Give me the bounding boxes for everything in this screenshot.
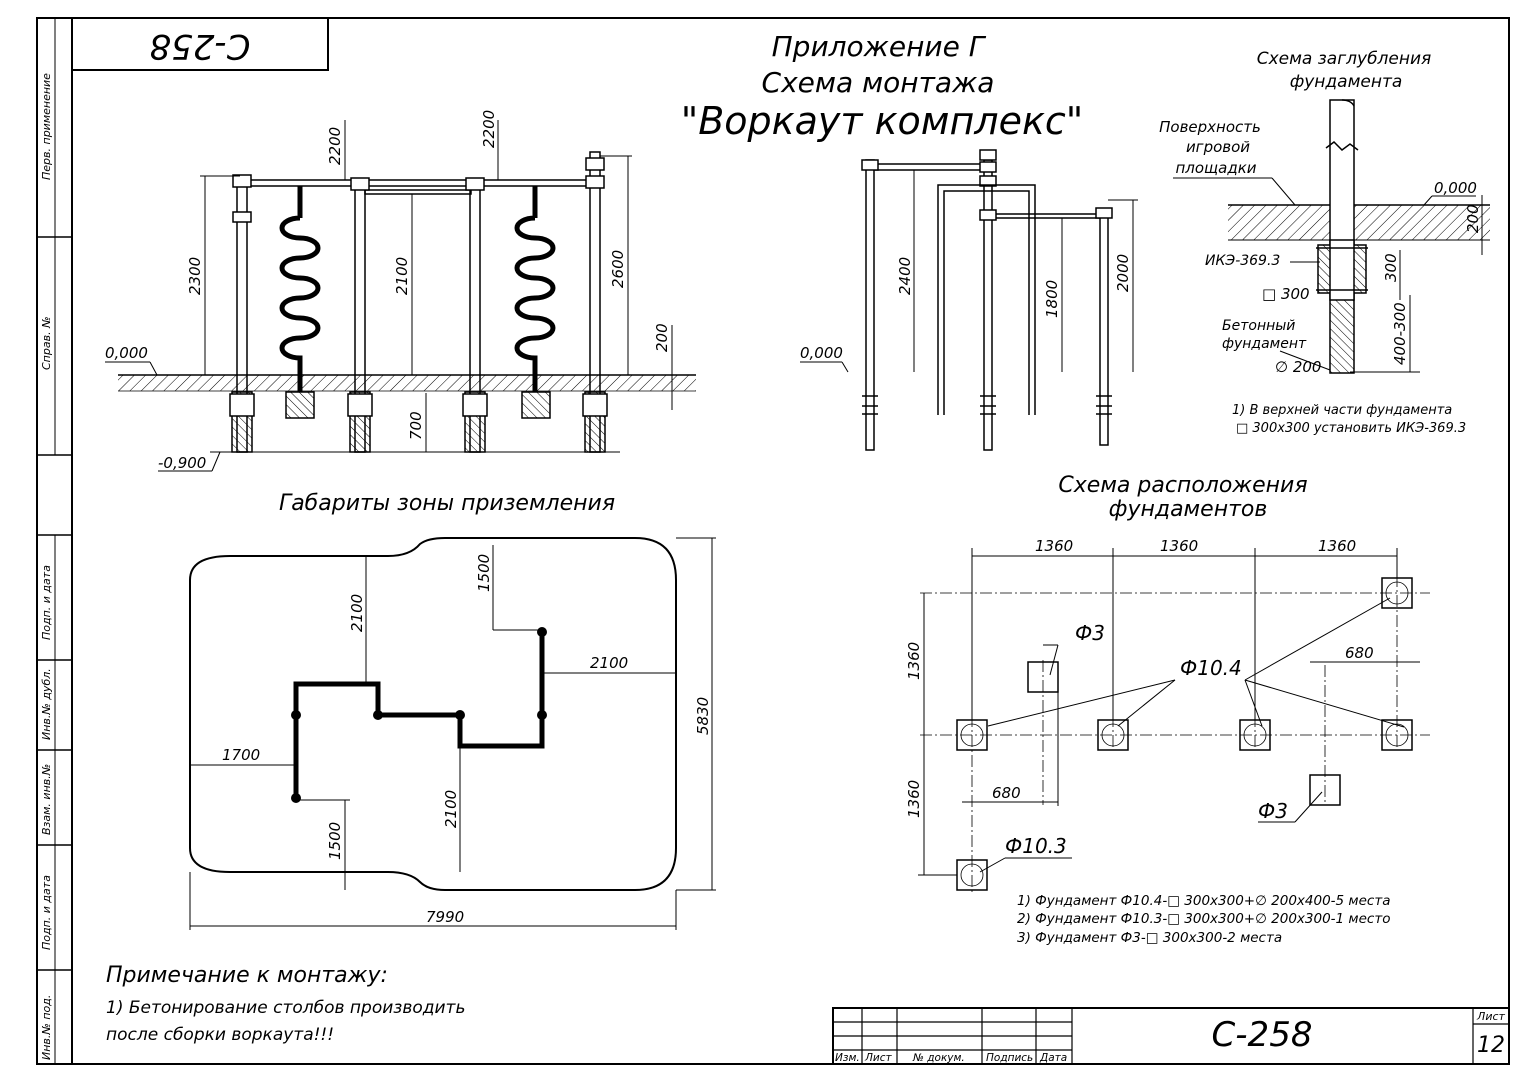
landing-title: Габариты зоны приземления <box>279 491 615 516</box>
title-line1: Приложение Г <box>772 30 987 63</box>
lay-note3: 3) Фундамент Ф3-□ 300х300-2 места <box>1017 930 1282 946</box>
ld-dim-1500a: 1500 <box>475 554 493 592</box>
fv-dim-2300: 2300 <box>186 257 204 295</box>
stamp-vzam: Взам. инв.№ <box>40 764 53 835</box>
title-line2: Схема монтажа <box>762 66 995 99</box>
ld-dim-2100c: 2100 <box>442 790 460 828</box>
tb-sheet-label: Лист <box>1476 1010 1505 1023</box>
ld-dim-2100b: 2100 <box>590 654 628 672</box>
code-box-top: С-258 <box>71 17 329 71</box>
title-block: Изм. Лист № докум. Подпись Дата С-258 Ли… <box>832 1007 1510 1065</box>
stamp-inv-dubl: Инв.№ дубл. <box>40 668 53 740</box>
fv-dim-2200b: 2200 <box>480 110 498 148</box>
lay-dim-top1: 1360 <box>1035 537 1073 555</box>
lay-dim-top2: 1360 <box>1160 537 1198 555</box>
ld-dim-1500b: 1500 <box>326 822 344 860</box>
fv-dim-2600: 2600 <box>609 250 627 288</box>
ld-dim-5830: 5830 <box>694 697 712 735</box>
depth-dim-400: 400-300 <box>1391 302 1409 365</box>
side-stamp: Перв. применение Справ. № Подп. и дата И… <box>40 73 53 1060</box>
sv-dim-2000: 2000 <box>1114 254 1132 292</box>
ld-dim-2100a: 2100 <box>348 594 366 632</box>
lay-note2: 2) Фундамент Ф10.3-□ 300х300+∅ 200х300-1… <box>1017 911 1390 927</box>
stamp-inv-pod: Инв.№ под. <box>40 995 53 1060</box>
mount-note-line1: 1) Бетонирование столбов производить <box>106 998 465 1018</box>
lay-dim-left2: 1360 <box>905 780 923 818</box>
foundation-layout: Схема расположения фундаментов <box>905 473 1430 946</box>
ld-dim-1700: 1700 <box>222 746 260 764</box>
front-view: 2200 2200 2300 2100 2600 200 700 0,000 -… <box>105 110 696 472</box>
depth-scheme: Схема заглубления фундамента Поверхность… <box>1159 49 1490 436</box>
depth-dim-300: 300 <box>1382 253 1400 282</box>
tb-izm: Изм. <box>835 1052 860 1064</box>
side-view: 2400 1800 2000 0,000 <box>800 149 1138 451</box>
sv-level-0: 0,000 <box>800 344 843 362</box>
layout-title2: фундаментов <box>1109 497 1268 522</box>
depth-concrete-l2: фундамент <box>1222 336 1307 352</box>
surface-l2: игровой <box>1186 138 1250 156</box>
fv-level-minus: -0,900 <box>158 454 206 472</box>
stamp-podp1: Подп. и дата <box>40 565 53 640</box>
depth-dim-200: 200 <box>1464 204 1482 233</box>
stamp-podp2: Подп. и дата <box>40 875 53 950</box>
stamp-perv: Перв. применение <box>40 73 53 180</box>
lay-dim-680a: 680 <box>1345 644 1374 662</box>
depth-level: 0,000 <box>1434 179 1477 197</box>
layout-title1: Схема расположения <box>1058 473 1307 498</box>
ld-dim-7990: 7990 <box>426 908 464 926</box>
tb-sign: Подпись <box>986 1052 1033 1064</box>
lay-label-f3b: Ф3 <box>1258 799 1288 823</box>
tb-date: Дата <box>1039 1052 1067 1064</box>
depth-ike: ИКЭ-369.3 <box>1205 253 1280 269</box>
sv-dim-1800: 1800 <box>1043 280 1061 318</box>
tb-doc: № докум. <box>912 1052 965 1064</box>
lay-dim-680b: 680 <box>992 784 1021 802</box>
fv-dim-2100: 2100 <box>393 257 411 295</box>
fv-level-0: 0,000 <box>105 344 148 362</box>
sheet-frame <box>36 17 1510 1065</box>
stamp-sprav: Справ. № <box>40 316 53 370</box>
tb-sheet-no: 12 <box>1477 1033 1505 1058</box>
lay-label-f3a: Ф3 <box>1075 621 1105 645</box>
depth-title1: Схема заглубления <box>1257 49 1432 69</box>
mount-note-line2: после сборки воркаута!!! <box>106 1025 334 1045</box>
title-line3: "Воркаут комплекс" <box>681 99 1084 143</box>
lay-note1: 1) Фундамент Ф10.4-□ 300х300+∅ 200х400-5… <box>1017 893 1390 909</box>
mount-note-title: Примечание к монтажу: <box>106 963 388 988</box>
tb-list: Лист <box>864 1052 892 1064</box>
mount-note: Примечание к монтажу: 1) Бетонирование с… <box>106 963 465 1045</box>
code-top: С-258 <box>150 26 251 66</box>
lay-label-f103: Ф10.3 <box>1005 834 1067 858</box>
depth-note2: □ 300х300 установить ИКЭ-369.3 <box>1236 421 1466 436</box>
fv-dim-2200a: 2200 <box>326 127 344 165</box>
fv-dim-200: 200 <box>653 323 671 352</box>
surface-l1: Поверхность <box>1159 118 1261 136</box>
depth-sq300: □ 300 <box>1262 285 1310 303</box>
lay-dim-top3: 1360 <box>1318 537 1356 555</box>
fv-dim-700: 700 <box>407 411 425 440</box>
sv-dim-2400: 2400 <box>896 257 914 295</box>
title: Приложение Г Схема монтажа "Воркаут комп… <box>681 30 1084 143</box>
depth-dia200: ∅ 200 <box>1275 358 1321 376</box>
surface-l3: площадки <box>1175 159 1256 177</box>
lay-label-f104: Ф10.4 <box>1180 656 1242 680</box>
depth-note1: 1) В верхней части фундамента <box>1232 403 1452 418</box>
depth-title2: фундамента <box>1290 72 1403 92</box>
lay-dim-left1: 1360 <box>905 642 923 680</box>
landing-zone: Габариты зоны приземления <box>189 491 716 930</box>
tb-code: С-258 <box>1212 1015 1313 1055</box>
depth-concrete-l1: Бетонный <box>1222 318 1295 334</box>
